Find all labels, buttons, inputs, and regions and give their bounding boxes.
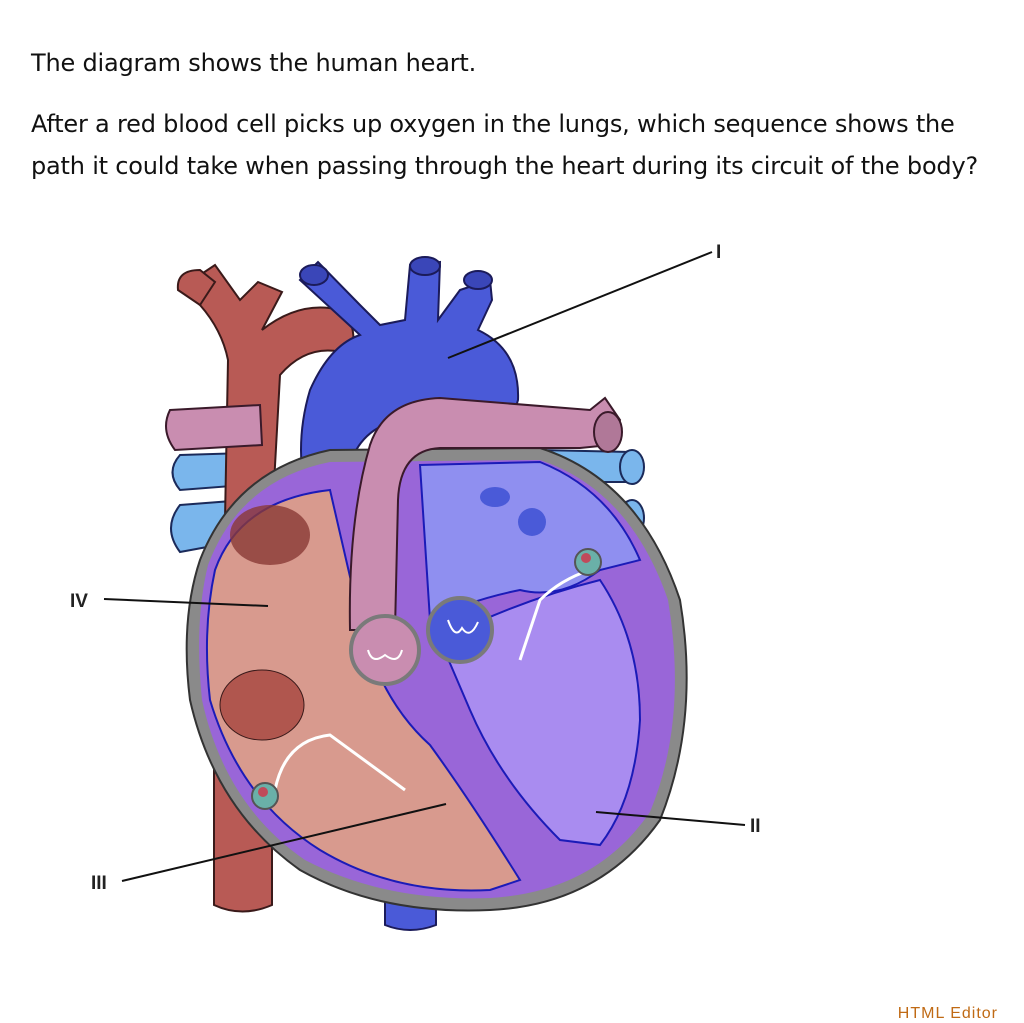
label-ii: II	[750, 816, 761, 837]
label-iii: III	[91, 873, 107, 894]
label-i: I	[716, 242, 721, 263]
leader-line-ii	[595, 811, 746, 826]
atrium-blob-2	[518, 508, 546, 536]
question-intro: The diagram shows the human heart.	[31, 49, 477, 77]
html-editor-link[interactable]: HTML Editor	[897, 1005, 998, 1022]
pulmonary-valve	[349, 614, 421, 686]
right-side-chambers	[205, 488, 522, 892]
question-text: The diagram shows the human heart. After…	[31, 42, 1011, 187]
atrium-oval-2	[219, 669, 305, 741]
pulmonary-artery-left	[165, 403, 264, 452]
question-prompt: After a red blood cell picks up oxygen i…	[31, 110, 978, 180]
leader-line-iii	[121, 803, 447, 882]
atrium-blob-1	[480, 487, 510, 507]
aortic-valve-cusps	[447, 619, 479, 634]
pulmonary-valve-cusps	[367, 649, 403, 660]
sa-node	[574, 548, 602, 576]
aorta-branch	[176, 268, 217, 307]
pulmonary-trunk	[348, 396, 622, 631]
atrium-oval-1	[230, 505, 310, 565]
svc-opening-2	[409, 256, 441, 276]
leader-line-iv	[103, 598, 269, 607]
svc-opening-3	[463, 270, 493, 290]
svc-opening-1	[299, 264, 329, 286]
label-iv: IV	[70, 591, 88, 612]
leader-line-i	[447, 251, 713, 359]
av-node	[251, 782, 279, 810]
tricuspid-valve	[273, 733, 406, 792]
pulmonary-artery-right-opening	[593, 411, 623, 453]
